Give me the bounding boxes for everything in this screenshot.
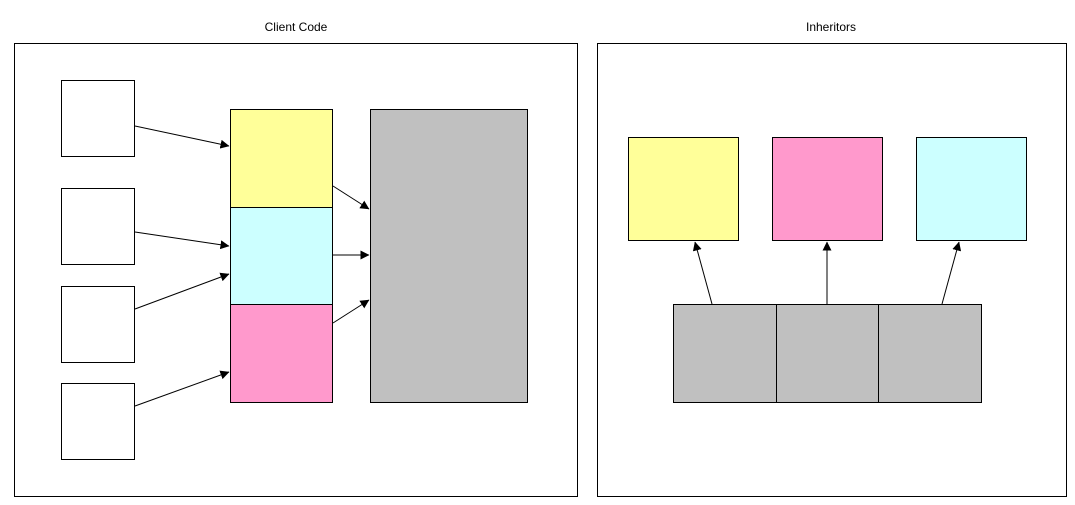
interface-cyan-block <box>230 207 333 305</box>
base-cyan-block <box>916 137 1027 241</box>
arrow-pink-to-implementation <box>332 299 370 324</box>
client-box-3 <box>61 286 135 363</box>
arrow-inherit-yellow <box>692 241 713 305</box>
inheritors-panel: Inheritors <box>597 20 1067 497</box>
arrow-client1-to-yellow <box>134 125 230 149</box>
arrow-client4-to-pink <box>134 370 230 407</box>
client-code-title: Client Code <box>265 20 328 34</box>
interface-pink-block <box>230 304 333 403</box>
arrow-client3-to-cyan <box>134 272 230 310</box>
implementation-gray-block <box>370 109 528 403</box>
client-box-1 <box>61 80 135 157</box>
client-box-4 <box>61 383 135 460</box>
interface-yellow-block <box>230 109 333 208</box>
inheritor-gray-block-2 <box>776 304 879 403</box>
inheritor-gray-block-1 <box>673 304 777 403</box>
client-code-panel: Client Code <box>14 20 578 497</box>
arrow-yellow-to-implementation <box>332 185 370 210</box>
base-yellow-block <box>628 137 739 241</box>
arrow-inherit-cyan <box>941 241 962 305</box>
inheritors-title: Inheritors <box>806 20 856 34</box>
client-box-2 <box>61 188 135 265</box>
base-pink-block <box>772 137 883 241</box>
inheritor-gray-block-3 <box>878 304 982 403</box>
inheritors-frame <box>597 43 1067 497</box>
arrow-client2-to-cyan <box>134 231 230 250</box>
